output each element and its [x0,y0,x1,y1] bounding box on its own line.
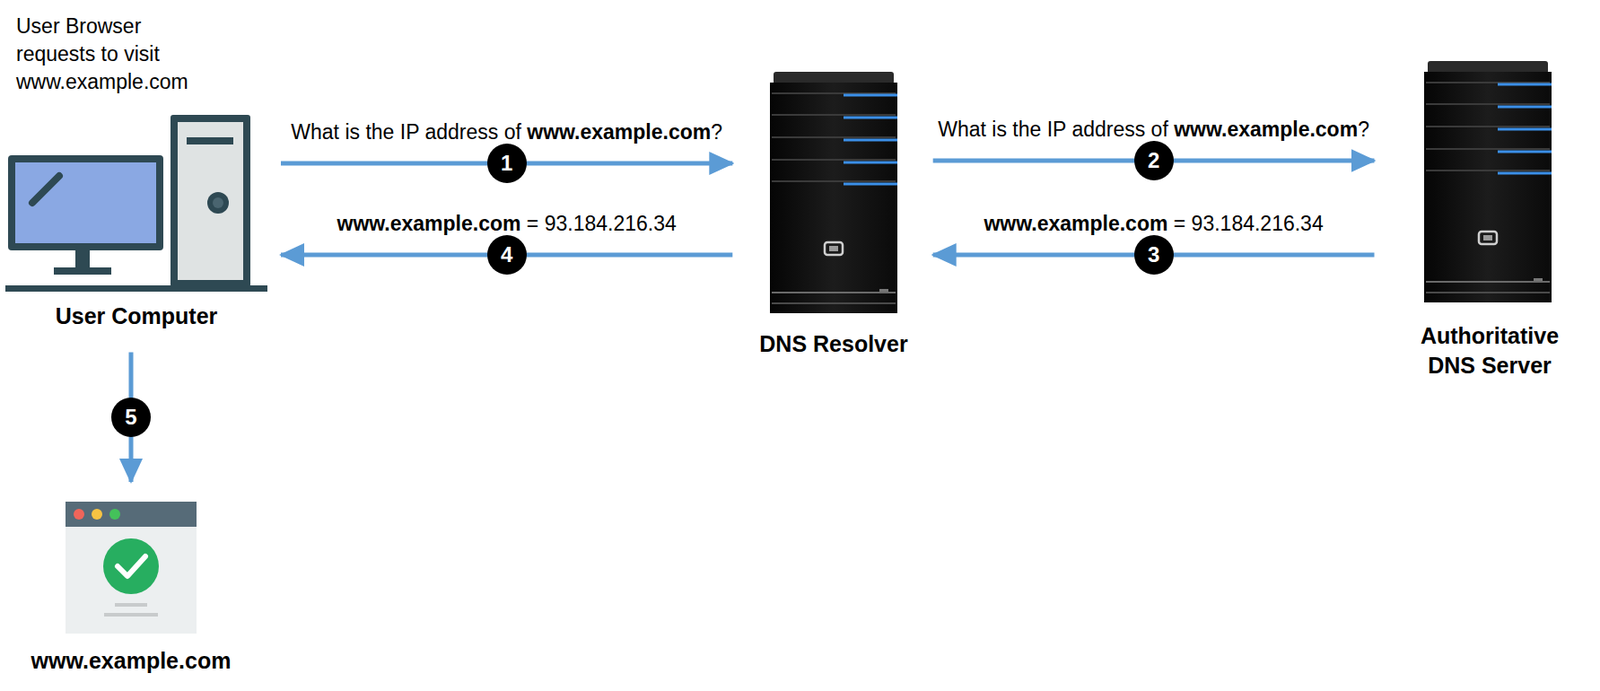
callout-number: 4 [487,235,527,275]
node-label: User Computer [5,301,268,332]
node-label-text: Authoritative DNS Server [1407,321,1574,380]
callout-number: 5 [111,397,151,438]
callout-number: 1 [487,143,527,184]
edge-label: www.example.com = 93.184.216.34 [983,211,1323,237]
server-icon [769,71,898,314]
edge-label: What is the IP address of www.example.co… [937,117,1370,143]
node-box: Authoritative DNS Server [1399,61,1581,384]
node-label: www.example.com [24,646,239,676]
server-icon [1424,61,1552,303]
node-label: Authoritative DNS Server [1399,321,1581,380]
node-box: User Computer [5,114,268,335]
browser-window-icon [65,501,197,634]
edge-label: www.example.com = 93.184.216.34 [337,211,677,237]
node-label-text: User Computer [55,301,219,332]
edge-label: What is the IP address of www.example.co… [290,120,723,146]
node-label-text: DNS Resolver [759,329,908,359]
node-label-text: www.example.com [31,646,232,676]
node-box: www.example.com [24,501,239,680]
node-box: DNS Resolver [751,71,915,363]
note-text: User Browser requests to visit www.examp… [16,12,210,97]
callout-number: 2 [1134,140,1174,181]
computer-icon [5,114,268,292]
node-label: DNS Resolver [751,329,915,359]
callout-number: 3 [1134,235,1174,275]
